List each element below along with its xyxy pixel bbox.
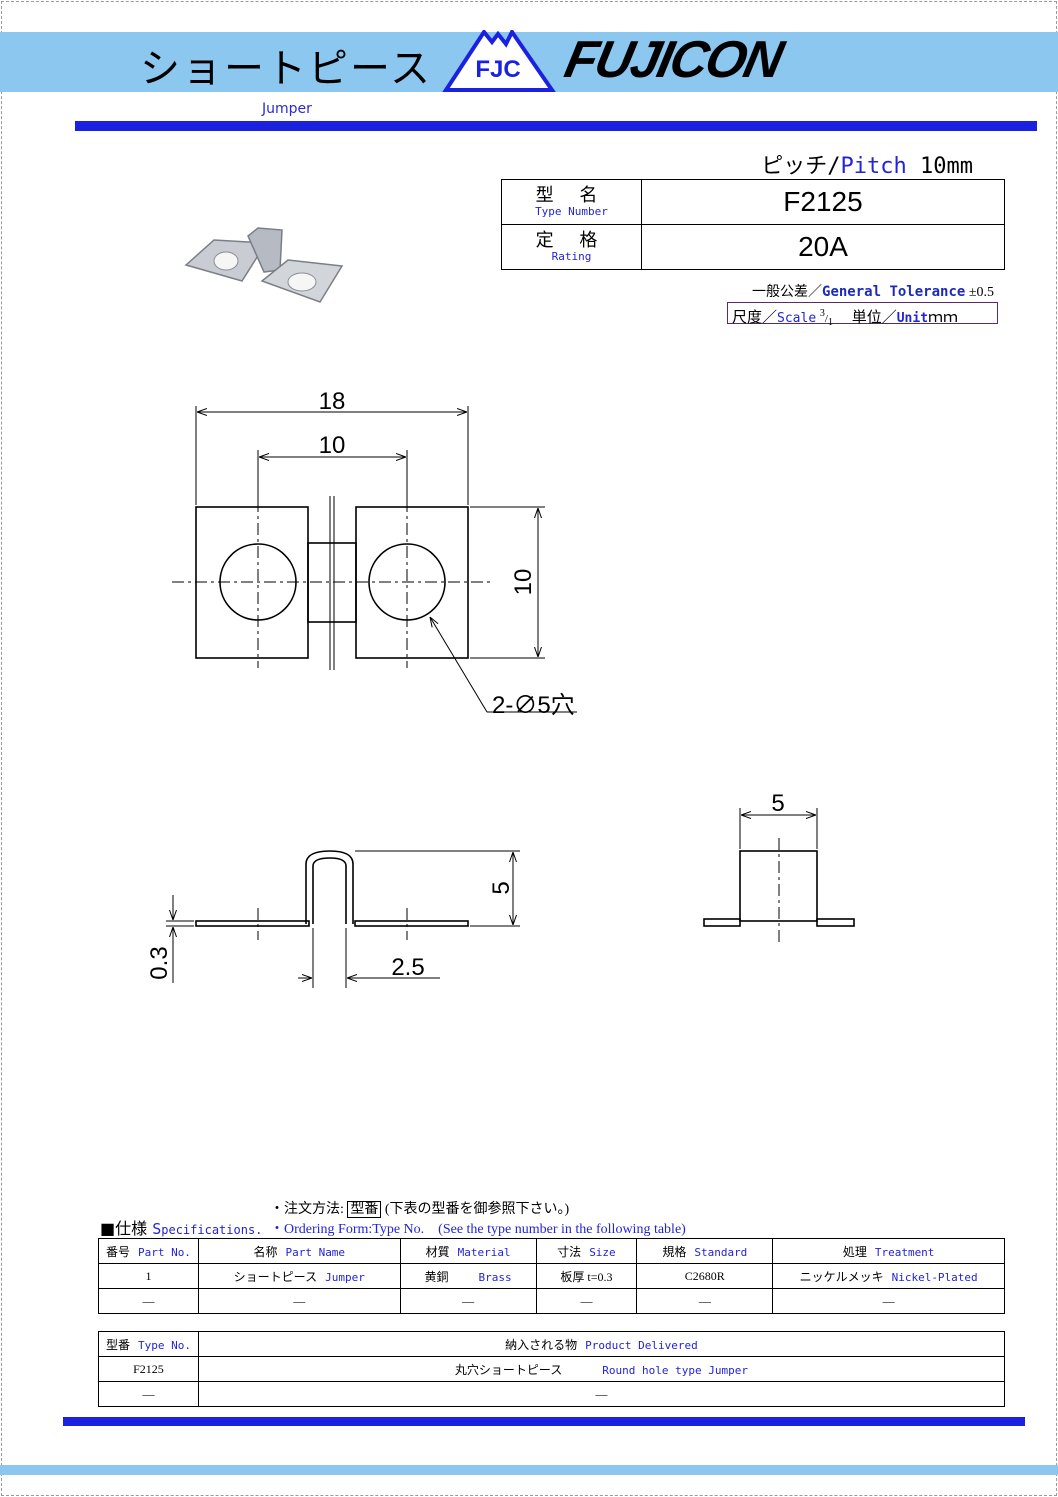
pitch-value: 10mm	[906, 154, 973, 179]
rating-value: 20A	[641, 224, 1005, 270]
pitch-jp: ピッチ/	[761, 154, 841, 179]
logo-badge-text: FJC	[475, 56, 520, 83]
type-number-value: F2125	[641, 179, 1005, 225]
table-row: — —	[98, 1381, 1006, 1407]
hole-note: 2-∅5穴	[492, 692, 575, 719]
order-method-jp: ・注文方法: 型番 (下表の型番を御参照下さい。)	[270, 1201, 570, 1218]
type-number-label: 型 名 Type Number	[501, 179, 642, 225]
dim-width: 10	[510, 569, 537, 596]
subtitle-jumper: Jumper	[262, 101, 312, 117]
table-row: — — — — — —	[98, 1288, 1005, 1314]
dim-side-width: 5	[771, 790, 784, 817]
dim-height: 5	[488, 881, 515, 894]
fjc-logo-icon: FJC	[442, 28, 556, 92]
dim-thickness: 0.3	[146, 946, 173, 979]
footer-band	[0, 1465, 1058, 1475]
footer-rule	[63, 1417, 1025, 1426]
spec-box: 型 名 Type Number F2125 定 格 Rating 20A	[501, 179, 1005, 270]
dim-hole-pitch: 10	[319, 432, 346, 459]
dim-overall-length: 18	[319, 388, 346, 415]
dim-inner-gap: 2.5	[391, 954, 424, 981]
scale-unit-box: 尺度／Scale 3/1 単位／Unitｍｍ	[727, 302, 998, 328]
order-method-en: ・Ordering Form:Type No. (See the type nu…	[270, 1222, 686, 1237]
page-title: ショートピース	[140, 46, 432, 92]
general-tolerance: 一般公差／General Tolerance ±0.5	[752, 284, 994, 300]
header-rule	[75, 121, 1037, 131]
pitch-en: Pitch	[840, 154, 907, 179]
pitch-label: ピッチ/Pitch 10mm	[761, 148, 973, 180]
fjc-logo-badge: FJC	[440, 28, 556, 96]
specifications-heading: ■仕様 Specifications.	[100, 1219, 263, 1238]
product-photo	[184, 227, 344, 303]
